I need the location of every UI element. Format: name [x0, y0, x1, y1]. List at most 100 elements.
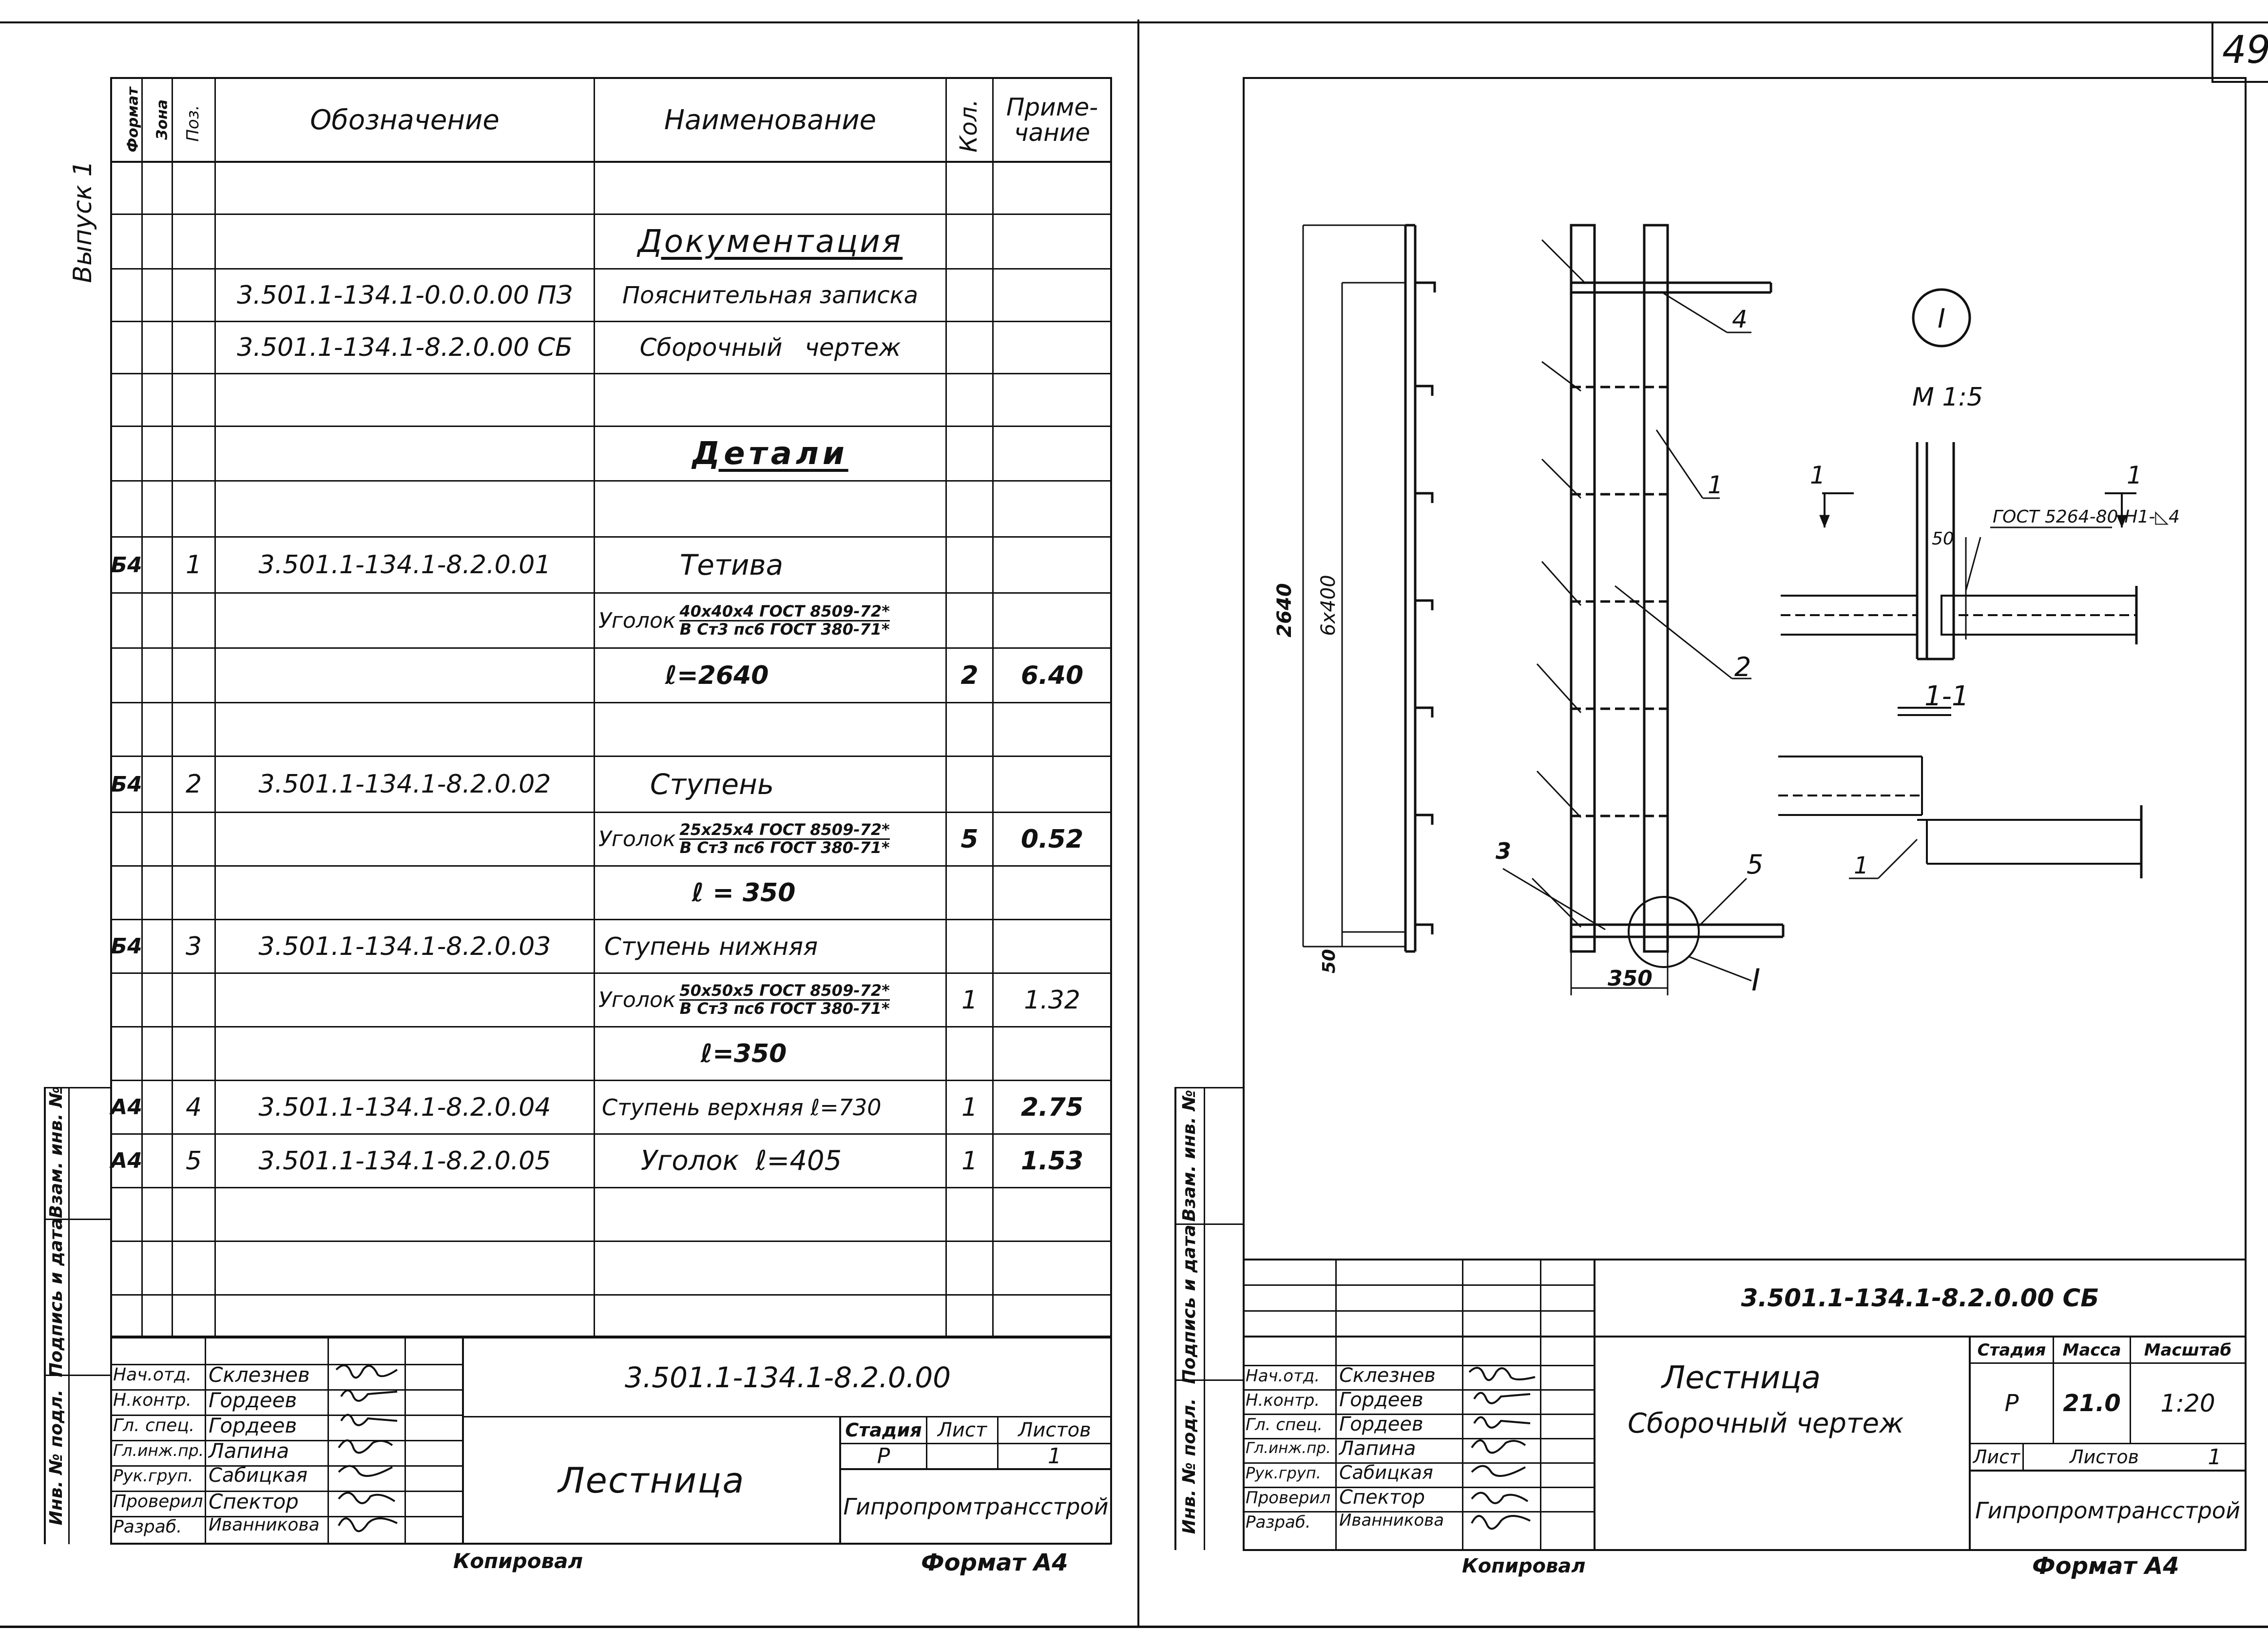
header-designation: Обозначение	[310, 104, 500, 136]
left-name-5: Сабицкая	[209, 1464, 308, 1487]
part-4-pos: 4	[185, 1092, 202, 1122]
right-sheets-label: Листов	[2070, 1446, 2139, 1468]
right-name-5: Сабицкая	[1339, 1462, 1433, 1483]
left-copied: Копировал	[453, 1549, 583, 1573]
part-1-designation: 3.501.1-134.1-8.2.0.01	[258, 550, 551, 580]
header-zone: Зона	[154, 99, 171, 140]
right-role-1: Нач.отд.	[1246, 1366, 1320, 1386]
top-rule	[0, 21, 2268, 23]
weld-dim: 50	[1932, 529, 1954, 549]
right-name-6: Спектор	[1339, 1486, 1425, 1509]
part-5-qty: 1	[961, 1146, 978, 1176]
part-2-format: Б4	[111, 772, 142, 797]
part-5-note: 1.53	[1020, 1146, 1084, 1176]
left-role-4: Гл.инж.пр.	[113, 1441, 204, 1460]
left-stage-label: Стадия	[845, 1419, 922, 1441]
dim-steps-label: 6х400	[1317, 575, 1340, 636]
section-parts: Детали	[692, 435, 848, 472]
section-mark-right: 1	[2127, 461, 2142, 489]
left-name-7: Иванникова	[209, 1515, 320, 1535]
right-side-label-sign: Подпись и дата	[1179, 1224, 1199, 1384]
page-number: 49	[2222, 28, 2268, 72]
right-signatures	[1468, 1367, 1536, 1530]
dim-width-label: 350	[1608, 966, 1653, 991]
front-right-stringer	[1643, 224, 1669, 953]
part-4-qty: 1	[961, 1092, 978, 1122]
right-name-7: Иванникова	[1339, 1511, 1444, 1530]
part-3-note: 1.32	[1024, 985, 1080, 1015]
material-top: 40х40х4 ГОСТ 8509-72*	[679, 601, 890, 621]
weld-note: ГОСТ 5264-80-Н1-◺4	[1993, 507, 2180, 527]
right-name-3: Гордеев	[1339, 1413, 1423, 1435]
doc-1-name: Пояснительная записка	[622, 281, 918, 309]
part-5-name: Уголок ℓ=405	[640, 1145, 842, 1177]
right-mass: 21.0	[2063, 1390, 2121, 1417]
right-stage: Р	[2004, 1390, 2019, 1417]
dim-total-label: 2640	[1273, 583, 1296, 637]
part-1-length: ℓ=2640	[665, 660, 769, 690]
part-3-length: ℓ=350	[700, 1039, 787, 1068]
part-4-note: 2.75	[1020, 1092, 1084, 1122]
dim-bottom-label: 50	[1319, 949, 1339, 973]
section-title: 1-1	[1924, 680, 1969, 712]
right-name-2: Гордеев	[1339, 1389, 1423, 1411]
section-documentation: Документация	[637, 223, 903, 260]
material-prefix: Уголок	[598, 608, 676, 633]
left-title: Лестница	[558, 1459, 745, 1501]
right-title-line1: Лестница	[1662, 1360, 1821, 1396]
front-left-stringer	[1570, 224, 1596, 953]
part-1-qty: 2	[961, 660, 979, 690]
left-role-5: Рук.груп.	[113, 1466, 193, 1486]
right-mass-label: Масса	[2062, 1340, 2121, 1360]
callout-1: 1	[1708, 471, 1723, 499]
material-bottom: В Ст3 пс6 ГОСТ 380-71*	[679, 838, 890, 857]
part-1-material: Уголок 40х40х4 ГОСТ 8509-72* В Ст3 пс6 Г…	[598, 594, 945, 647]
left-title-code: 3.501.1-134.1-8.2.0.00	[624, 1360, 951, 1394]
header-name: Наименование	[664, 104, 877, 136]
page-number-box-left	[2211, 23, 2213, 82]
right-scale: 1:20	[2160, 1389, 2215, 1417]
part-3-material: Уголок 50х50х5 ГОСТ 8509-72* В Ст3 пс6 Г…	[598, 974, 945, 1026]
left-name-1: Склезнев	[209, 1363, 310, 1387]
part-5-pos: 5	[185, 1146, 202, 1176]
left-role-3: Гл. спец.	[113, 1416, 195, 1435]
right-copied: Копировал	[1462, 1555, 1586, 1577]
right-title-code: 3.501.1-134.1-8.2.0.00 СБ	[1741, 1284, 2099, 1312]
node-mark-circle	[1912, 288, 1971, 348]
part-3-pos: 3	[185, 931, 202, 961]
left-signatures	[335, 1364, 398, 1532]
bottom-rule	[0, 1626, 2268, 1628]
material-bottom: В Ст3 пс6 ГОСТ 380-71*	[679, 999, 890, 1018]
section-mark-left: 1	[1810, 461, 1826, 489]
part-2-note: 0.52	[1020, 824, 1084, 854]
right-role-3: Гл. спец.	[1246, 1415, 1323, 1435]
left-format: Формат А4	[921, 1549, 1068, 1576]
right-sheets: 1	[2208, 1444, 2222, 1470]
part-2-pos: 2	[185, 770, 202, 799]
header-pos: Поз.	[183, 105, 203, 142]
left-name-6: Спектор	[209, 1490, 299, 1513]
right-stage-label: Стадия	[1977, 1340, 2046, 1360]
left-role-6: Проверил	[113, 1492, 203, 1512]
part-2-material: Уголок 25х25х4 ГОСТ 8509-72* В Ст3 пс6 Г…	[598, 813, 945, 865]
part-5-designation: 3.501.1-134.1-8.2.0.05	[258, 1146, 551, 1176]
node-mark-in-circle: I	[1938, 303, 1945, 334]
callout-4: 4	[1732, 305, 1748, 333]
doc-2-designation: 3.501.1-134.1-8.2.0.00 СБ	[237, 333, 573, 362]
left-role-1: Нач.отд.	[113, 1365, 192, 1385]
part-3-name: Ступень нижняя	[604, 932, 818, 961]
right-role-4: Гл.инж.пр.	[1246, 1439, 1331, 1457]
left-name-2: Гордеев	[209, 1388, 297, 1412]
part-1-format: Б4	[111, 552, 142, 578]
right-role-6: Проверил	[1246, 1488, 1331, 1508]
section-part-callout: 1	[1854, 852, 1869, 879]
part-3-designation: 3.501.1-134.1-8.2.0.03	[258, 931, 551, 961]
part-4-format: А4	[111, 1095, 142, 1120]
right-role-2: Н.контр.	[1246, 1391, 1320, 1410]
part-2-length: ℓ = 350	[692, 878, 796, 908]
node-mark-label: I	[1751, 962, 1760, 998]
callout-5: 5	[1747, 849, 1763, 880]
left-role-7: Разраб.	[113, 1517, 182, 1537]
left-stage: Р	[877, 1444, 890, 1469]
left-name-3: Гордеев	[209, 1414, 297, 1437]
